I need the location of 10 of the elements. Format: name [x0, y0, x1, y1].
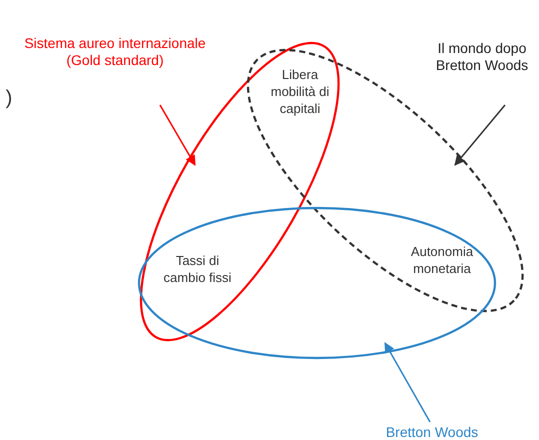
- group-label: Il mondo dopo Bretton Woods: [428, 40, 536, 74]
- leader-arrow: [384, 342, 431, 422]
- region-label: Tassi di cambio fissi: [162, 252, 232, 286]
- leader-arrow: [159, 104, 196, 166]
- group-label: Sistema aureo internazionale (Gold standard): [20, 35, 210, 69]
- parenthesis: ): [4, 90, 14, 107]
- leader-arrow: [454, 104, 506, 166]
- region-label: Libera mobilità di capitali: [270, 66, 330, 117]
- region-label: Autonomia monetaria: [410, 243, 474, 277]
- group-label: Bretton Woods: [372, 424, 492, 440]
